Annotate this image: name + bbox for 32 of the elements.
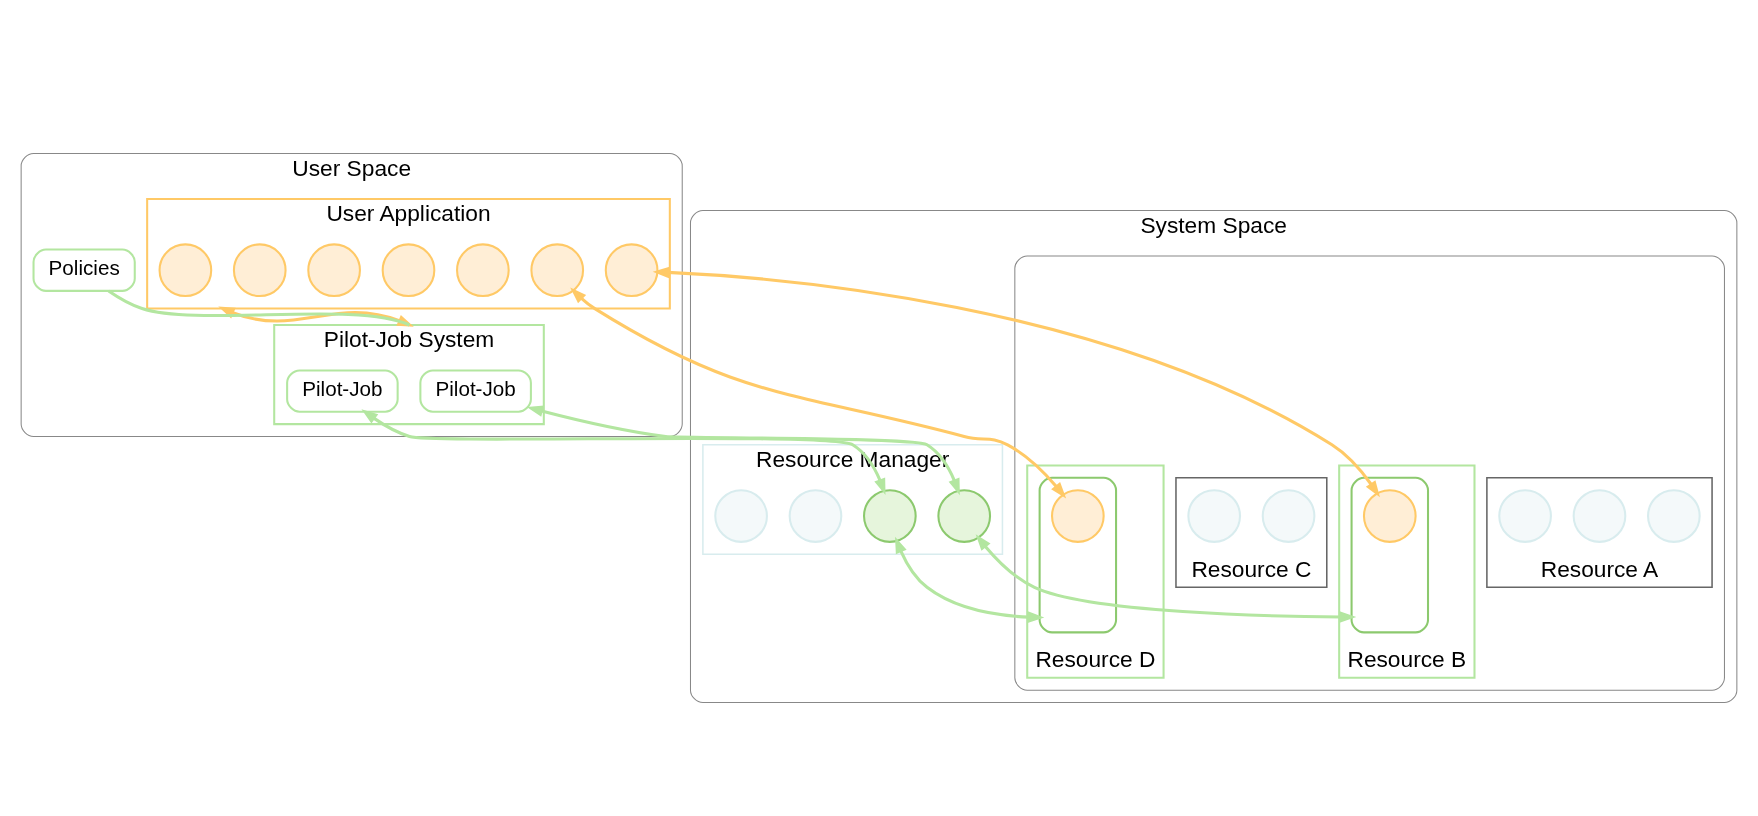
node-box: Policies	[32, 248, 136, 292]
arrow	[652, 266, 1380, 497]
node-circle	[530, 242, 585, 297]
node-circle	[714, 488, 768, 543]
node-circle	[456, 242, 510, 297]
arrow	[526, 405, 960, 495]
node-circle	[232, 242, 287, 297]
node-circle	[307, 242, 361, 297]
node-circle	[937, 488, 992, 543]
node-circle	[1261, 488, 1316, 543]
node-circle	[863, 488, 917, 543]
node-circle	[1187, 488, 1242, 543]
node-circle	[1362, 488, 1417, 543]
node-circle	[788, 488, 843, 543]
cluster	[1038, 476, 1118, 633]
cluster: Resource A	[1486, 476, 1713, 588]
arrow	[975, 533, 1357, 623]
arrow	[361, 408, 886, 495]
cluster: Resource C	[1175, 476, 1328, 588]
node-circle	[1647, 488, 1701, 543]
node-box: Pilot-Job	[419, 368, 532, 413]
node-circle	[1572, 488, 1627, 543]
node-circle	[158, 242, 213, 297]
arrow	[570, 287, 1067, 498]
connector	[107, 289, 410, 326]
arrow	[895, 536, 1045, 623]
node-circle	[1051, 488, 1105, 543]
cluster	[1014, 254, 1725, 691]
node-box: Pilot-Job	[286, 368, 399, 413]
node-circle	[381, 242, 436, 297]
node-circle	[1498, 488, 1552, 543]
node-circle	[604, 242, 659, 297]
